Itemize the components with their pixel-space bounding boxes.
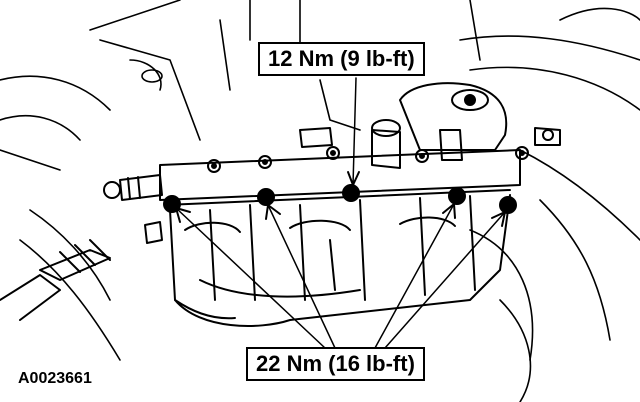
bolt-3 — [342, 184, 360, 202]
upper-bolts — [207, 146, 529, 173]
figure-id: A0023661 — [18, 370, 92, 387]
fuel-rail-connector — [0, 174, 163, 321]
torque-callout-top: 12 Nm (9 lb-ft) — [258, 42, 425, 76]
bolt-2 — [257, 188, 275, 206]
injector-bolts — [163, 184, 517, 214]
torque-callout-bottom: 22 Nm (16 lb-ft) — [246, 347, 425, 381]
upper-components — [299, 82, 561, 169]
leader-lines-top — [347, 77, 360, 186]
manifold-body — [159, 149, 521, 327]
bolt-4 — [448, 187, 466, 205]
leader-lines-bottom — [175, 203, 506, 349]
bolt-5 — [499, 196, 517, 214]
